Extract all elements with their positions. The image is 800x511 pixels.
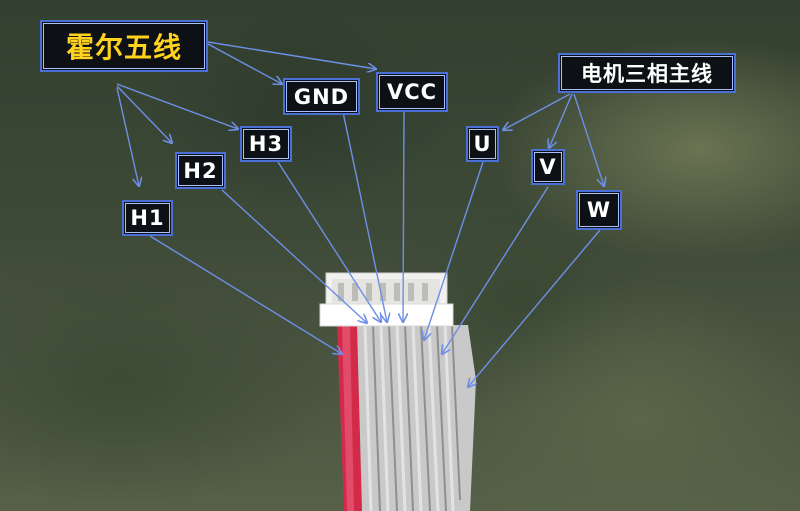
arrow-hall-to-vcc [207, 41, 376, 69]
motor-three-phase-label: 电机三相主线 [558, 53, 736, 93]
arrow-w-to-wire [468, 229, 601, 387]
arrow-hall-to-h1 [116, 87, 139, 186]
arrow-hall-to-gnd [207, 43, 282, 84]
ribbon-cable [337, 324, 476, 511]
arrow-h2-to-wire [221, 189, 367, 323]
hall-five-wire-label: 霍尔五线 [40, 20, 208, 72]
h1-label: H1 [122, 200, 173, 236]
h3-label: H3 [240, 126, 292, 162]
gnd-label: GND [283, 78, 360, 115]
arrow-motor-to-w [573, 93, 604, 186]
arrow-u-to-wire [424, 161, 484, 340]
arrow-h1-to-wire [149, 235, 342, 354]
arrow-v-to-wire [442, 186, 549, 354]
arrow-gnd-to-wire [342, 111, 387, 322]
arrow-hall-to-h3 [116, 83, 238, 129]
h2-label: H2 [175, 152, 226, 189]
u-label: U [466, 126, 499, 162]
w-label: W [576, 190, 622, 230]
v-label: V [531, 149, 565, 185]
arrow-motor-to-u [503, 93, 571, 130]
arrow-vcc-to-wire [403, 111, 404, 322]
arrow-hall-to-h2 [116, 85, 172, 143]
arrow-h3-to-wire [277, 161, 381, 322]
arrow-motor-to-v [549, 93, 573, 148]
vcc-label: VCC [376, 72, 448, 112]
annotation-arrows [116, 41, 604, 387]
